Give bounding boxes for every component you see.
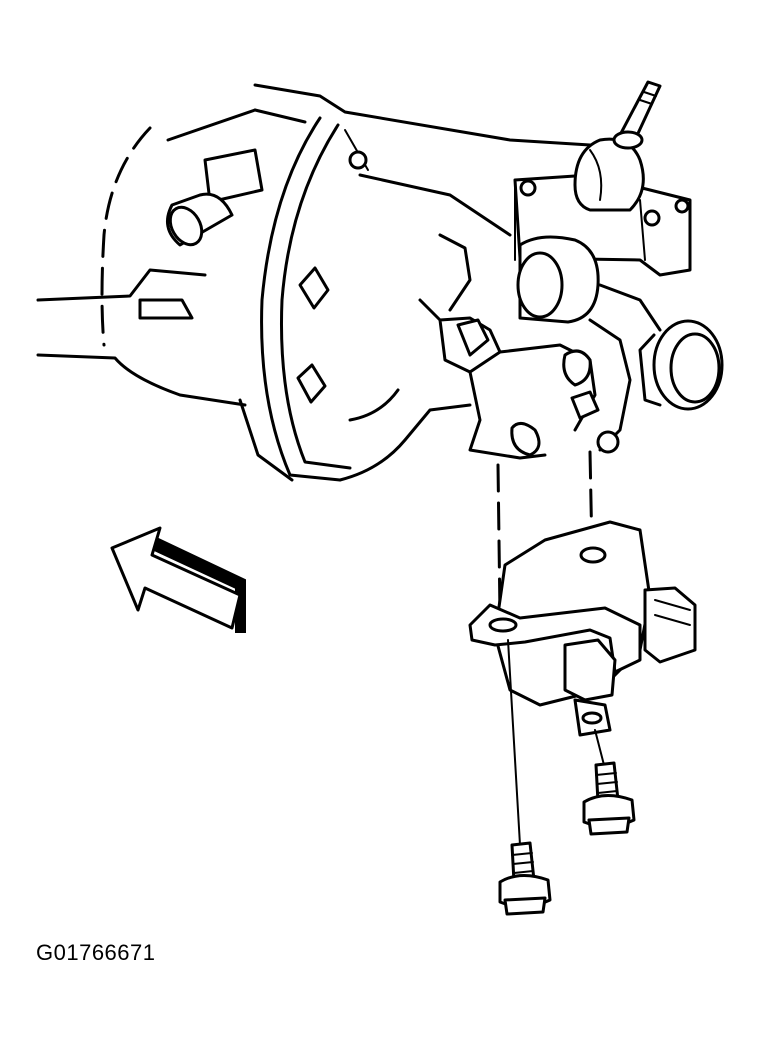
figure-id-label: G01766671: [36, 940, 156, 965]
bolt-lines: [507, 639, 605, 846]
transmission-housing: [36, 83, 592, 482]
front-direction-arrow: [110, 526, 246, 633]
mount-bolt-left: [498, 841, 552, 916]
extension-housing: [516, 235, 724, 452]
transmission-mount-bracket: [438, 316, 620, 460]
mount-bolt-right: [582, 761, 636, 836]
vent-fitting: [166, 148, 264, 247]
transmission-mount: [468, 520, 697, 737]
